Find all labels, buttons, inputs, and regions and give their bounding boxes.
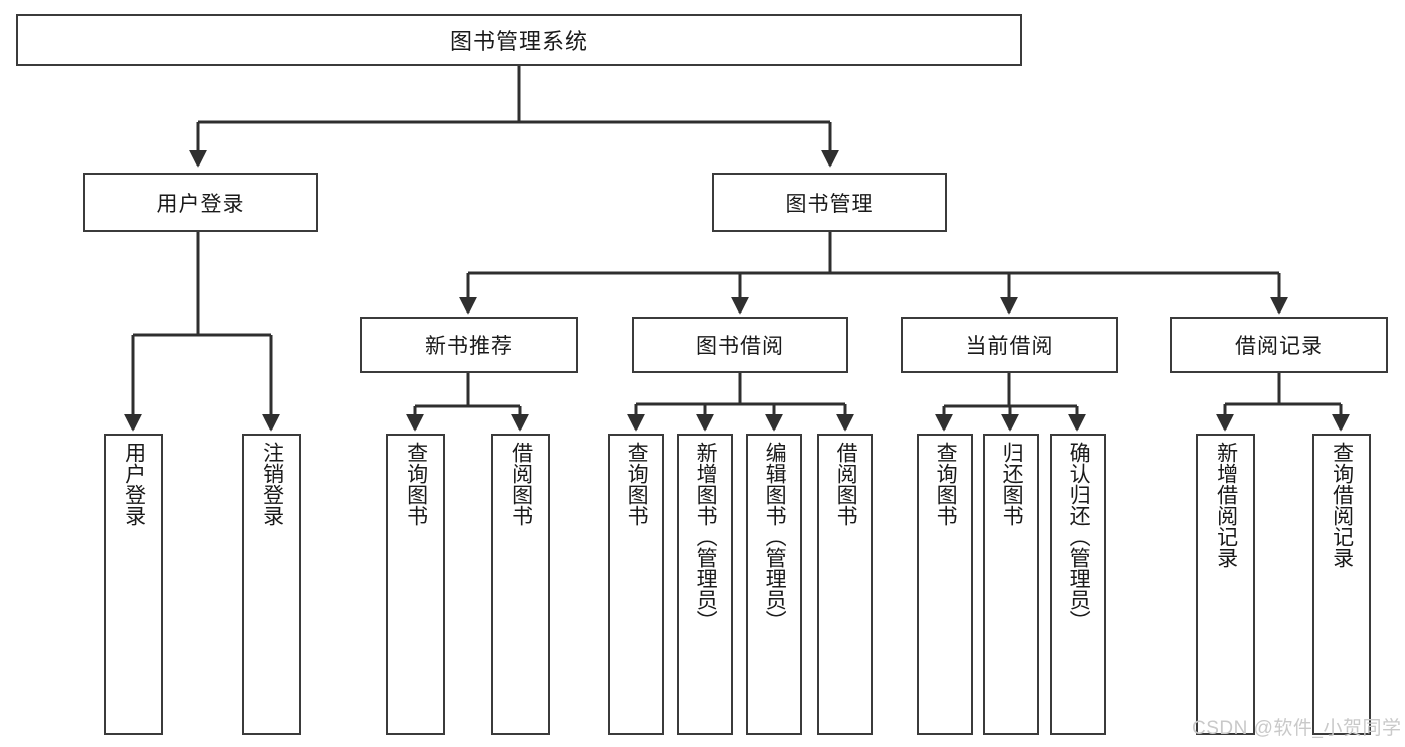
leaf-borrow-book-recommend[interactable]: 借阅图书	[491, 434, 550, 735]
leaf-return-book[interactable]: 归还图书	[983, 434, 1039, 735]
node-label: 借阅图书	[509, 442, 533, 526]
node-label: 归还图书	[1000, 442, 1024, 526]
node-label: 借阅图书	[834, 442, 858, 526]
node-label: 用户登录	[122, 442, 146, 526]
node-label: 用户登录	[156, 192, 245, 216]
node-label: 图书借阅	[696, 335, 784, 358]
node-label: 图书管理	[785, 192, 874, 216]
node-label: 新增图书（管理员）	[694, 442, 718, 631]
node-label: 图书管理系统	[449, 29, 588, 54]
leaf-confirm-return-admin[interactable]: 确认归还（管理员）	[1050, 434, 1106, 735]
leaf-user-login[interactable]: 用户登录	[104, 434, 163, 735]
leaf-edit-book-admin[interactable]: 编辑图书（管理员）	[746, 434, 802, 735]
node-label: 新增借阅记录	[1214, 442, 1238, 568]
leaf-logout[interactable]: 注销登录	[242, 434, 301, 735]
node-label: 注销登录	[260, 442, 284, 526]
node-book-borrow[interactable]: 图书借阅	[632, 317, 848, 373]
node-label: 查询借阅记录	[1330, 442, 1354, 568]
node-label: 查询图书	[404, 442, 428, 526]
node-root-system[interactable]: 图书管理系统	[16, 14, 1022, 66]
leaf-query-book-current[interactable]: 查询图书	[917, 434, 973, 735]
leaf-query-borrow-record[interactable]: 查询借阅记录	[1312, 434, 1371, 735]
watermark-credit: CSDN @软件_小贺同学	[1192, 718, 1402, 739]
node-label: 新书推荐	[425, 335, 513, 358]
node-label: 编辑图书（管理员）	[763, 442, 787, 631]
node-user-login[interactable]: 用户登录	[83, 173, 318, 232]
node-book-management[interactable]: 图书管理	[712, 173, 947, 232]
node-label: 查询图书	[625, 442, 649, 526]
leaf-add-borrow-record[interactable]: 新增借阅记录	[1196, 434, 1255, 735]
node-label: 借阅记录	[1235, 335, 1323, 358]
leaf-add-book-admin[interactable]: 新增图书（管理员）	[677, 434, 733, 735]
node-borrow-records[interactable]: 借阅记录	[1170, 317, 1388, 373]
node-label: 确认归还（管理员）	[1067, 442, 1091, 631]
node-label: 当前借阅	[965, 335, 1054, 358]
node-current-borrow[interactable]: 当前借阅	[901, 317, 1118, 373]
leaf-query-book-borrow[interactable]: 查询图书	[608, 434, 664, 735]
node-label: 查询图书	[934, 442, 958, 526]
leaf-query-book-recommend[interactable]: 查询图书	[386, 434, 445, 735]
leaf-borrow-book[interactable]: 借阅图书	[817, 434, 873, 735]
node-new-book-recommend[interactable]: 新书推荐	[360, 317, 578, 373]
